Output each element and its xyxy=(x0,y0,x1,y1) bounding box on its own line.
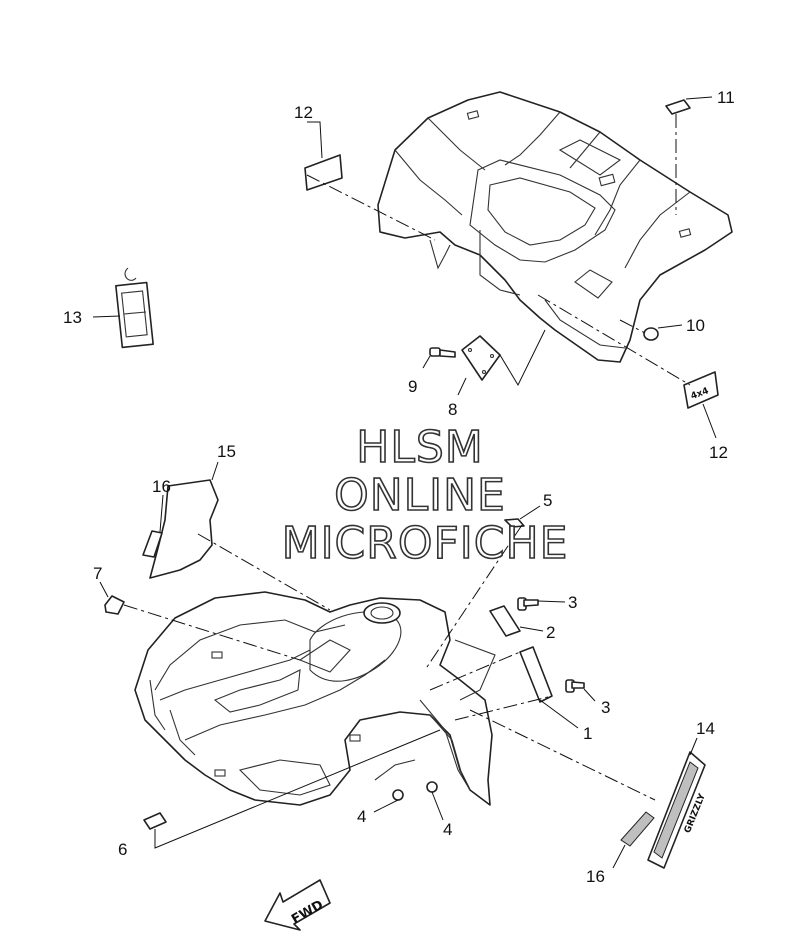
watermark: HLSM ONLINE MICROFICHE xyxy=(281,421,569,570)
watermark-line1: HLSM xyxy=(356,422,484,473)
callout-3-top: 3 xyxy=(568,593,577,612)
screw-9 xyxy=(429,347,456,358)
front-fender xyxy=(134,591,496,806)
callout-4-right: 4 xyxy=(443,820,452,839)
emblem-14: GRIZZLY xyxy=(647,751,708,869)
callout-13: 13 xyxy=(63,308,82,327)
callout-10: 10 xyxy=(686,316,705,335)
callout-12-top: 12 xyxy=(294,103,313,122)
callout-16-top: 16 xyxy=(152,477,171,496)
watermark-line2: ONLINE xyxy=(334,470,506,521)
callout-7: 7 xyxy=(93,564,102,583)
callout-11: 11 xyxy=(717,88,735,107)
callout-3-bottom: 3 xyxy=(601,698,610,717)
callout-6: 6 xyxy=(118,840,127,859)
fwd-arrow: FWD xyxy=(264,879,331,931)
callout-1: 1 xyxy=(583,724,592,743)
watermark-line3: MICROFICHE xyxy=(282,518,569,569)
grommet-10 xyxy=(643,327,659,341)
plate-2 xyxy=(489,605,521,637)
callout-14: 14 xyxy=(696,719,715,738)
tag-13 xyxy=(115,267,154,349)
piece-7 xyxy=(104,595,125,615)
callout-8: 8 xyxy=(448,400,457,419)
strip-16-top xyxy=(142,530,163,558)
callout-16-bottom: 16 xyxy=(586,867,605,886)
badge-4x4: 4x4 xyxy=(683,371,719,409)
plate-8 xyxy=(461,335,501,381)
strip-16-bottom xyxy=(620,811,655,847)
strip-5 xyxy=(504,518,525,528)
plate-1 xyxy=(519,646,553,703)
label-6 xyxy=(143,812,167,830)
label-11 xyxy=(665,99,691,115)
callout-9: 9 xyxy=(408,377,417,396)
callout-numbers: 1 2 3 3 4 4 5 6 7 8 9 10 11 12 12 13 14 … xyxy=(63,88,735,886)
screw-3-bottom xyxy=(565,679,585,693)
callout-15: 15 xyxy=(217,442,236,461)
callout-12-bottom: 12 xyxy=(709,443,728,462)
leader-lines xyxy=(92,96,717,869)
callout-2: 2 xyxy=(546,623,555,642)
rear-fender xyxy=(377,91,733,363)
callout-4-left: 4 xyxy=(357,807,366,826)
callout-5: 5 xyxy=(543,491,552,510)
grommet-4-left xyxy=(392,789,404,801)
grommet-4-right xyxy=(426,781,438,793)
label-12-top xyxy=(304,154,343,191)
screw-3-top xyxy=(517,597,539,611)
